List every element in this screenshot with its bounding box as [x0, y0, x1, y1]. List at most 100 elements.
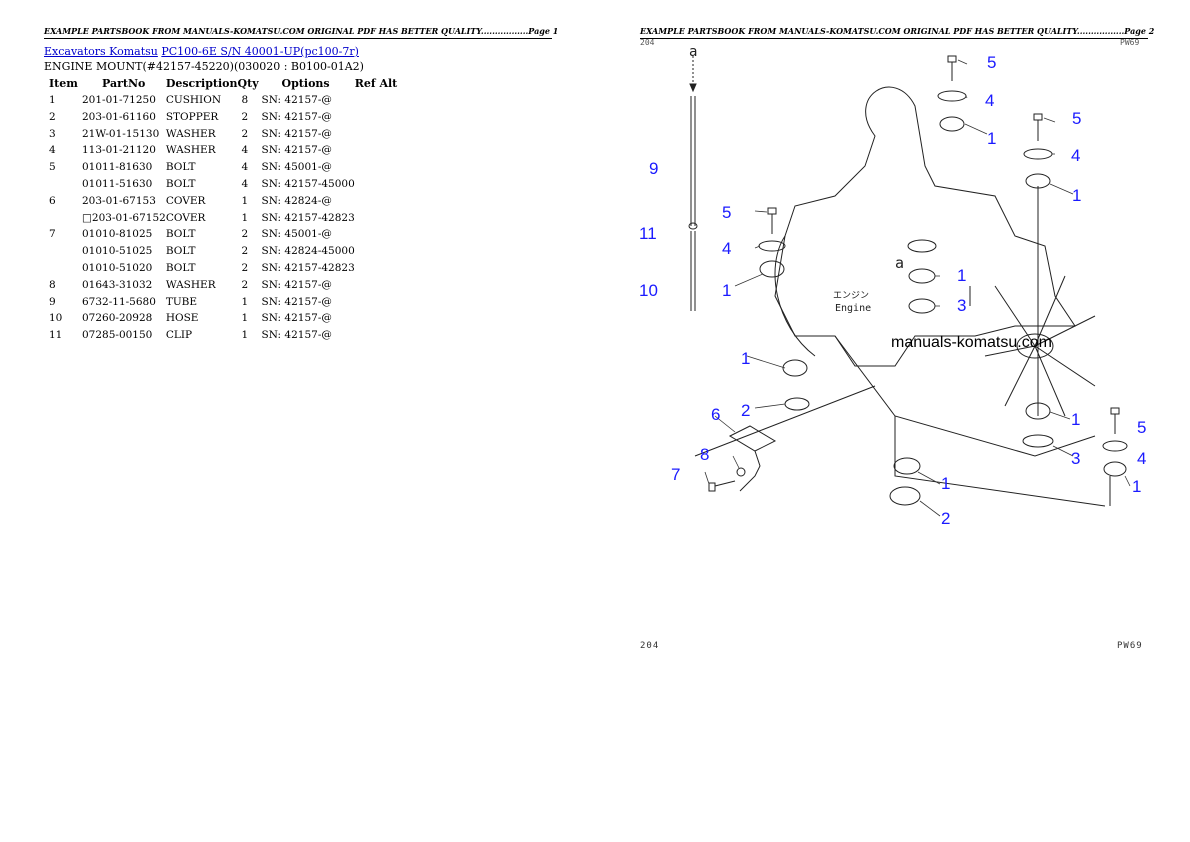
cell-qty: 2 — [241, 127, 249, 140]
cell-options: SN: 42824-45000 — [261, 245, 355, 258]
svg-text:4: 4 — [1137, 449, 1146, 468]
svg-text:1: 1 — [941, 474, 950, 493]
col-refalt: Ref Alt — [354, 77, 398, 90]
cell-options: SN: 42157-@ — [261, 144, 332, 157]
cell-refalt — [355, 327, 405, 344]
right-page-number: Page 2 — [1124, 26, 1155, 36]
cell-qty: 2 — [241, 261, 249, 274]
cell-options: SN: 45001-@ — [261, 161, 332, 174]
cell-options: SN: 42157-@ — [261, 110, 332, 123]
cell-item: 10 — [49, 312, 63, 325]
col-partno: PartNo — [102, 77, 146, 90]
cell-options: SN: 42824-@ — [261, 194, 332, 207]
cell-item: 5 — [49, 161, 56, 174]
svg-text:4: 4 — [985, 91, 994, 110]
cell-refalt — [355, 226, 405, 243]
cell-qty: 4 — [241, 144, 249, 157]
parts-table: Item PartNo Description Qty Options Ref … — [44, 76, 405, 344]
cell-description: BOLT — [165, 261, 196, 274]
drawing-footer-left: 204 — [640, 641, 660, 651]
breadcrumb: Excavators Komatsu PC100-6E S/N 40001-UP… — [44, 45, 359, 59]
cell-partno: 01010-51025 — [82, 245, 153, 258]
right-page-header: EXAMPLE PARTSBOOK FROM MANUALS-KOMATSU.C… — [640, 26, 1154, 39]
cell-refalt — [355, 176, 405, 193]
cell-description: BOLT — [165, 228, 196, 241]
cell-options: SN: 42157-@ — [261, 127, 332, 140]
cell-options: SN: 42157-@ — [261, 329, 332, 342]
cell-partno: 01643-31032 — [82, 278, 153, 291]
cell-options: SN: 42157-@ — [261, 94, 332, 106]
cell-refalt — [355, 193, 405, 210]
cell-description: BOLT — [165, 161, 196, 174]
cell-item — [44, 243, 82, 260]
svg-text:1: 1 — [1071, 410, 1080, 429]
drawing-footer-right: PW69 — [1117, 641, 1143, 651]
cell-qty: 1 — [241, 194, 249, 207]
svg-text:1: 1 — [741, 349, 750, 368]
svg-text:5: 5 — [987, 53, 996, 72]
cell-description: CLIP — [165, 329, 193, 342]
col-description: Description — [165, 77, 238, 90]
cell-refalt — [355, 210, 405, 227]
cell-description: TUBE — [165, 295, 198, 308]
cell-options: SN: 42157-@ — [261, 278, 332, 291]
col-qty: Qty — [237, 77, 259, 90]
left-page-header: EXAMPLE PARTSBOOK FROM MANUALS-KOMATSU.C… — [44, 26, 558, 39]
svg-text:11: 11 — [639, 224, 657, 243]
cell-refalt — [355, 109, 405, 126]
cell-partno: 203-01-61160 — [82, 110, 156, 123]
cell-description: WASHER — [165, 278, 216, 291]
svg-text:2: 2 — [941, 509, 950, 528]
cell-item: 11 — [49, 329, 63, 342]
cell-refalt — [355, 277, 405, 294]
svg-text:9: 9 — [649, 159, 658, 178]
cell-description: STOPPER — [165, 110, 219, 123]
cell-item — [44, 210, 82, 227]
cell-refalt — [355, 159, 405, 176]
cell-qty: 2 — [241, 110, 249, 123]
cell-partno: 201-01-71250 — [82, 94, 156, 106]
svg-text:5: 5 — [1137, 418, 1146, 437]
svg-text:7: 7 — [671, 465, 680, 484]
breadcrumb-link-model[interactable]: PC100-6E S/N 40001-UP(pc100-7r) — [161, 45, 359, 58]
cell-item: 6 — [49, 194, 56, 207]
cell-options: SN: 42157-42823 — [261, 211, 355, 224]
cell-partno: 07260-20928 — [82, 312, 153, 325]
cell-refalt — [355, 243, 405, 260]
cell-options: SN: 42157-@ — [261, 295, 332, 308]
cell-partno: 01011-81630 — [82, 161, 153, 174]
ref-letter-top: a — [689, 44, 697, 60]
svg-text:4: 4 — [1071, 146, 1080, 165]
cell-partno: 07285-00150 — [82, 329, 153, 342]
col-item: Item — [49, 77, 78, 90]
svg-text:5: 5 — [722, 203, 731, 222]
cell-refalt — [355, 142, 405, 159]
cell-options: SN: 42157-45000 — [261, 177, 355, 190]
svg-text:5: 5 — [1072, 109, 1081, 128]
cell-description: HOSE — [165, 312, 199, 325]
drawing-corner-right: PW69 — [1120, 38, 1140, 47]
cell-item: 1 — [49, 94, 56, 106]
svg-text:1: 1 — [1132, 477, 1141, 496]
cell-description: WASHER — [165, 127, 216, 140]
cell-partno: 01010-81025 — [82, 228, 153, 241]
svg-text:1: 1 — [957, 266, 966, 285]
col-options: Options — [281, 77, 330, 90]
breadcrumb-link-category[interactable]: Excavators Komatsu — [44, 45, 158, 58]
cell-partno: 01010-51020 — [82, 261, 153, 274]
svg-text:3: 3 — [1071, 449, 1080, 468]
fan — [984, 275, 1096, 417]
drawing-corner-left: 204 — [640, 38, 655, 47]
